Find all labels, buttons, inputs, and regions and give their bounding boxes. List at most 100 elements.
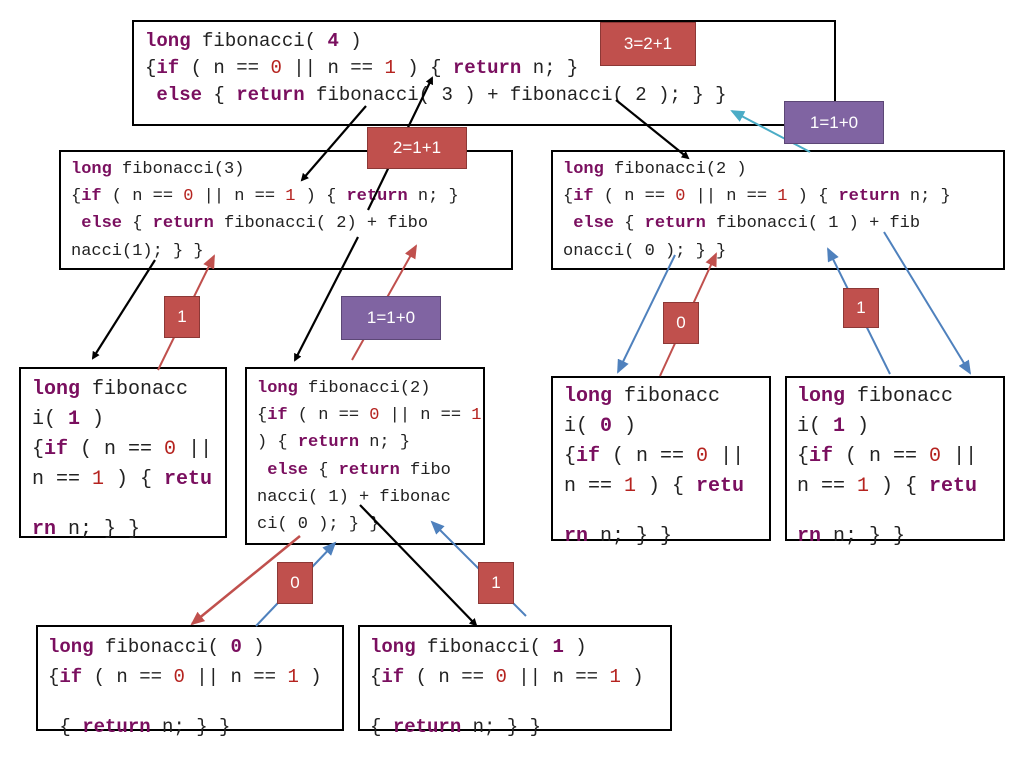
code-keyword: if [381,666,405,689]
code-fib-0-bottom: long fibonacci( 0 ){if ( n == 0 || n == … [48,632,322,742]
code-keyword: else [267,460,309,480]
code-number: 1 [857,475,870,498]
code-keyword: retu [696,475,745,498]
code-number: 1 [471,406,482,426]
code-text: n == [564,475,625,498]
code-text [145,84,156,106]
node-fib-1-bottom [358,625,672,731]
code-line: i( 1 ) [32,405,212,435]
node-fib-0-right [551,376,771,541]
code-text: { [202,83,237,106]
code-line: else { return fibonacci( 1 ) + fib [563,210,951,237]
code-text: ( n == [404,666,496,689]
code-line [48,693,322,712]
code-line: nacci( 1) + fibonac [257,484,481,511]
code-text: ) { [636,475,697,498]
code-text: ( n == [593,187,676,207]
code-text: n; } } [150,715,231,738]
code-line: {if ( n == 0 || n == 1 ) { return n; } [145,55,727,82]
code-text: || [941,445,978,468]
code-line: i( 0 ) [564,412,744,442]
code-text: n == [797,475,858,498]
code-text: n == [32,468,93,491]
code-line: long fibonacci( 1 ) [370,632,644,662]
code-line: n == 1 ) { retu [797,472,977,502]
code-line: long fibonacci(3) [71,156,459,183]
code-text: || n == [281,56,385,79]
badge-1-equals-mid: 1=1+0 [341,296,441,340]
code-line: n == 1 ) { retu [564,472,744,502]
code-number: 0 [495,666,507,689]
code-text: fibonacci( [415,636,553,658]
code-number: 0 [369,406,380,426]
code-text: fibonacci(2) [297,379,431,398]
badge-0-right: 0 [663,302,699,344]
code-keyword: rn [32,518,57,541]
code-text: || n == [685,187,778,207]
code-line [564,502,744,522]
code-text: ( n == [68,438,165,461]
code-keyword: if [44,438,69,461]
code-number: 1 [285,187,296,207]
code-text: ) [241,636,265,658]
code-line: {if ( n == 0 || [797,442,977,472]
code-text: { [564,445,577,468]
code-text: fibonacc [612,385,721,408]
code-number: 1 [624,475,637,498]
code-keyword: return [82,715,151,738]
code-text: { [370,715,393,738]
code-keyword: if [81,187,102,207]
code-text: { [32,438,45,461]
code-text: fibonacci( 2) + fibo [213,214,429,234]
code-argument: 4 [327,30,339,52]
code-text: n; } [407,187,459,207]
node-fib-1-left [19,367,227,538]
code-keyword: long [370,636,416,658]
code-line: else { return fibo [257,457,481,484]
code-text: ) [612,415,637,438]
code-text: n; } [521,56,579,79]
code-keyword: return [452,56,522,79]
code-line: { return n; } } [370,712,644,742]
code-line: long fibonacci(2) [257,375,481,402]
code-line: else { return fibonacci( 2) + fibo [71,210,459,237]
code-line: nacci(1); } } [71,238,459,265]
code-number: 0 [696,445,709,468]
code-number: 0 [183,187,194,207]
code-keyword: else [156,83,203,106]
code-text: ) [563,636,587,658]
badge-3-equals: 3=2+1 [600,22,696,66]
code-keyword: if [573,187,594,207]
code-argument: 0 [230,636,242,658]
code-text: fibonacci(3) [111,160,245,179]
code-keyword: rn [564,525,589,548]
code-line: rn n; } } [797,522,977,552]
code-number: 0 [173,666,185,689]
code-line: {if ( n == 0 || [564,442,744,472]
code-text: onacci( 0 ); } } [563,241,727,261]
code-line: n == 1 ) { retu [32,465,212,495]
code-keyword: return [338,460,400,480]
code-line: ci( 0 ); } } [257,511,481,538]
code-line: {if ( n == 0 || [32,435,212,465]
node-fib-4 [132,20,836,126]
code-fib-2-mid: long fibonacci(2){if ( n == 0 || n == 1)… [257,375,481,538]
code-text: ) { [869,475,930,498]
code-text: ) [298,666,322,689]
node-fib-3 [59,150,513,270]
node-fib-1-right [785,376,1005,541]
code-text: n; } [359,433,411,453]
code-text: ) { [395,56,453,79]
code-line: long fibonacci( 0 ) [48,632,322,662]
code-keyword: rn [797,525,822,548]
code-text: ) { [787,187,839,207]
code-text: { [370,666,382,689]
code-text: fibonacci( 3 ) + fibonacci( 2 ); } } [304,83,727,106]
code-text: n; } } [588,525,673,548]
code-text: || n == [506,666,610,689]
code-number: 1 [384,56,396,79]
code-text: ) [845,415,870,438]
badge-1-bottom: 1 [478,562,514,604]
code-argument: 1 [68,408,81,431]
